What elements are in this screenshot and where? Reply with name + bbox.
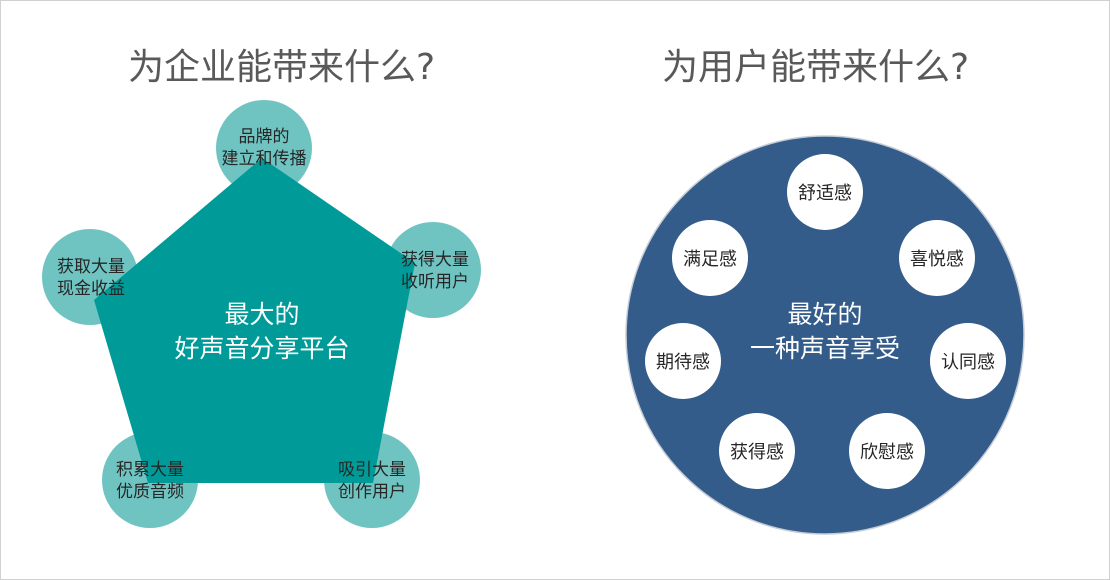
feeling-circle-relief [849, 413, 925, 489]
feeling-circle-satisfaction [672, 220, 748, 296]
feeling-circle-anticipation [645, 323, 721, 399]
platform-center-line1: 最大的 [224, 300, 299, 329]
feeling-joy: 喜悦感 [910, 249, 964, 270]
feeling-circle-gain [719, 413, 795, 489]
right-title: 为用户能带来什么? [662, 47, 970, 88]
feeling-circle-recognition [930, 323, 1006, 399]
node-brand-line1: 品牌的 [239, 127, 290, 147]
left-title: 为企业能带来什么? [128, 47, 436, 88]
feeling-gain: 获得感 [730, 442, 784, 463]
node-audio-line2: 优质音频 [116, 482, 184, 502]
feeling-anticipation: 期待感 [656, 352, 710, 373]
node-listeners-line2: 收听用户 [401, 272, 469, 292]
node-circle-brand [216, 100, 312, 196]
node-brand-line2: 建立和传播 [222, 149, 307, 169]
node-listeners-line1: 获得大量 [401, 250, 469, 270]
node-revenue-line2: 现金收益 [57, 279, 125, 299]
pentagon-platform [94, 158, 415, 483]
node-creators-line1: 吸引大量 [338, 460, 406, 480]
feeling-satisfaction: 满足感 [683, 249, 737, 270]
feeling-circle-comfort [787, 154, 863, 230]
feeling-comfort: 舒适感 [798, 183, 852, 204]
node-audio-line1: 积累大量 [116, 460, 184, 480]
user-center-line2: 一种声音享受 [750, 334, 900, 363]
feeling-relief: 欣慰感 [860, 442, 914, 463]
user-diagram: 舒适感 喜悦感 认同感 欣慰感 获得感 期待感 满足感 最好的 一种声音享受 [625, 135, 1025, 535]
platform-center-line2: 好声音分享平台 [174, 334, 349, 363]
feeling-circle-joy [899, 220, 975, 296]
user-center-line1: 最好的 [787, 300, 862, 329]
feeling-recognition: 认同感 [941, 352, 995, 373]
node-creators-line2: 创作用户 [338, 482, 406, 502]
enterprise-diagram: 品牌的 建立和传播 获得大量 收听用户 吸引大量 创作用户 积累大量 优质音频 … [42, 100, 481, 528]
node-revenue-line1: 获取大量 [57, 257, 125, 277]
